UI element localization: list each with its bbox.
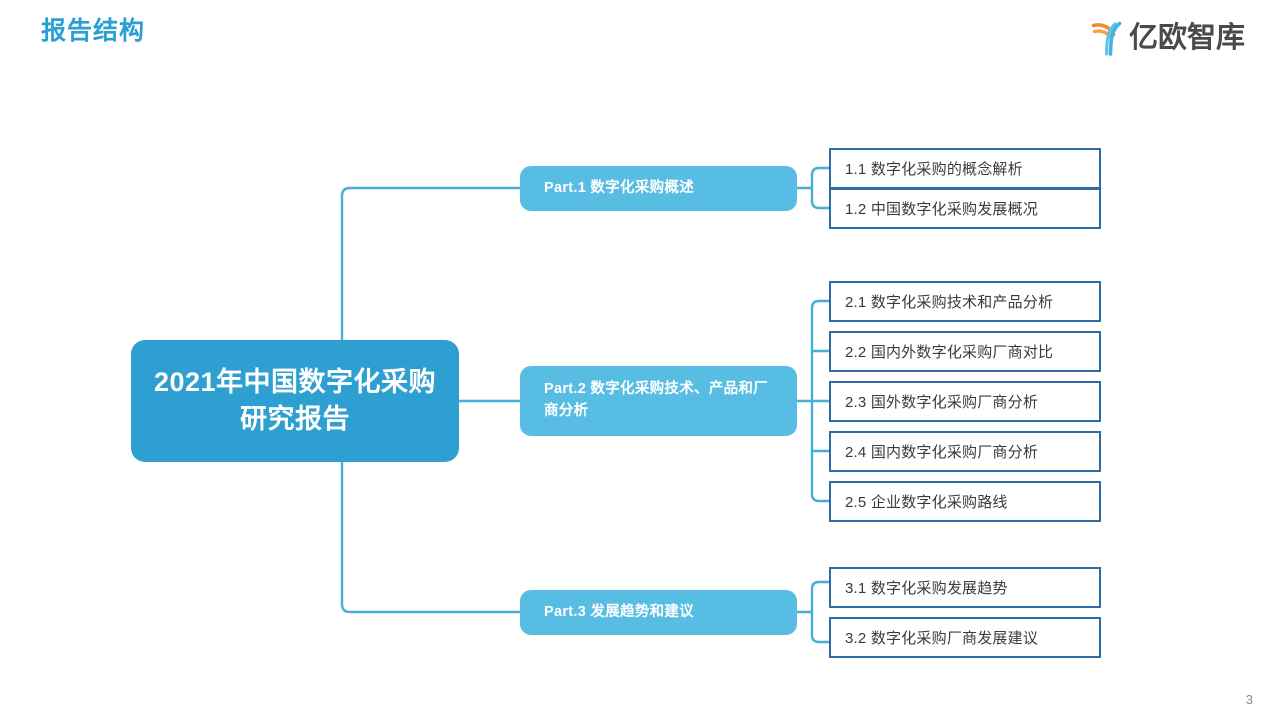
page-number: 3 [1245, 692, 1253, 707]
leaf-node-1-2[interactable]: 1.2 中国数字化采购发展概况 [829, 188, 1101, 229]
leaf-node-2-1[interactable]: 2.1 数字化采购技术和产品分析 [829, 281, 1101, 322]
root-node[interactable]: 2021年中国数字化采购研究报告 [131, 340, 459, 462]
leaf-node-2-3[interactable]: 2.3 国外数字化采购厂商分析 [829, 381, 1101, 422]
leaf-node-2-5[interactable]: 2.5 企业数字化采购路线 [829, 481, 1101, 522]
leaf-node-3-1[interactable]: 3.1 数字化采购发展趋势 [829, 567, 1101, 608]
leaf-node-2-2[interactable]: 2.2 国内外数字化采购厂商对比 [829, 331, 1101, 372]
page-title: 报告结构 [41, 17, 146, 45]
yiou-zhiku-logo-icon [1091, 21, 1122, 56]
branch-node-part-3[interactable]: Part.3 发展趋势和建议 [520, 590, 797, 635]
branch-node-part-1[interactable]: Part.1 数字化采购概述 [520, 166, 797, 211]
leaf-node-1-1[interactable]: 1.1 数字化采购的概念解析 [829, 148, 1101, 189]
branch-node-part-2[interactable]: Part.2 数字化采购技术、产品和厂商分析 [520, 366, 797, 436]
brand-logo: 亿欧智库 [1091, 17, 1245, 59]
brand-logo-text: 亿欧智库 [1128, 21, 1245, 54]
leaf-node-3-2[interactable]: 3.2 数字化采购厂商发展建议 [829, 617, 1101, 658]
leaf-node-2-4[interactable]: 2.4 国内数字化采购厂商分析 [829, 431, 1101, 472]
